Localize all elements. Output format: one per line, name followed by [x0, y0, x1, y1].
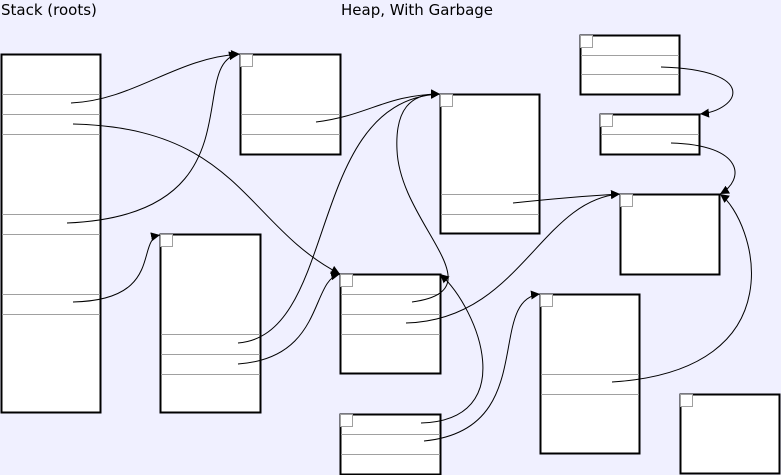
pointer-arrow [315, 89, 441, 123]
heap-object-c [579, 34, 681, 96]
heap-object-e [619, 193, 721, 276]
object-header-square [620, 194, 633, 207]
heap-object-h [339, 413, 442, 475]
object-header-square [340, 274, 353, 287]
heap-object-j [679, 393, 781, 475]
object-header-square [440, 94, 453, 107]
pointer-arrow [237, 89, 441, 344]
object-header-square [580, 35, 593, 48]
heap-object-g [339, 273, 442, 375]
object-header-square [160, 234, 173, 247]
heap-object-d [599, 113, 701, 156]
pointer-arrow [405, 190, 621, 324]
heap-object-a [239, 53, 342, 156]
pointer-arrow [396, 89, 449, 303]
object-header-square [340, 414, 353, 427]
pointer-arrow [237, 271, 341, 365]
pointer-arrow [420, 273, 484, 424]
object-header-square [540, 294, 553, 307]
pointer-arrow [66, 51, 239, 224]
pointer-arrow [512, 190, 621, 204]
pointer-arrow [72, 123, 341, 275]
pointer-arrow [72, 232, 161, 303]
pointer-arrow [70, 50, 241, 104]
heap-object-f [159, 233, 262, 414]
pointer-arrow [423, 290, 541, 442]
pointer-arrow [611, 193, 752, 383]
stack-frame [0, 53, 102, 414]
object-header-square [240, 54, 253, 67]
object-header-square [600, 114, 613, 127]
heap-object-i [539, 293, 641, 455]
stack-title: Stack (roots) [1, 1, 97, 19]
object-header-square [680, 394, 693, 407]
pointer-arrow [670, 142, 736, 195]
heap-title: Heap, With Garbage [341, 1, 494, 19]
pointer-arrow [660, 66, 734, 118]
heap-object-b [439, 93, 541, 235]
